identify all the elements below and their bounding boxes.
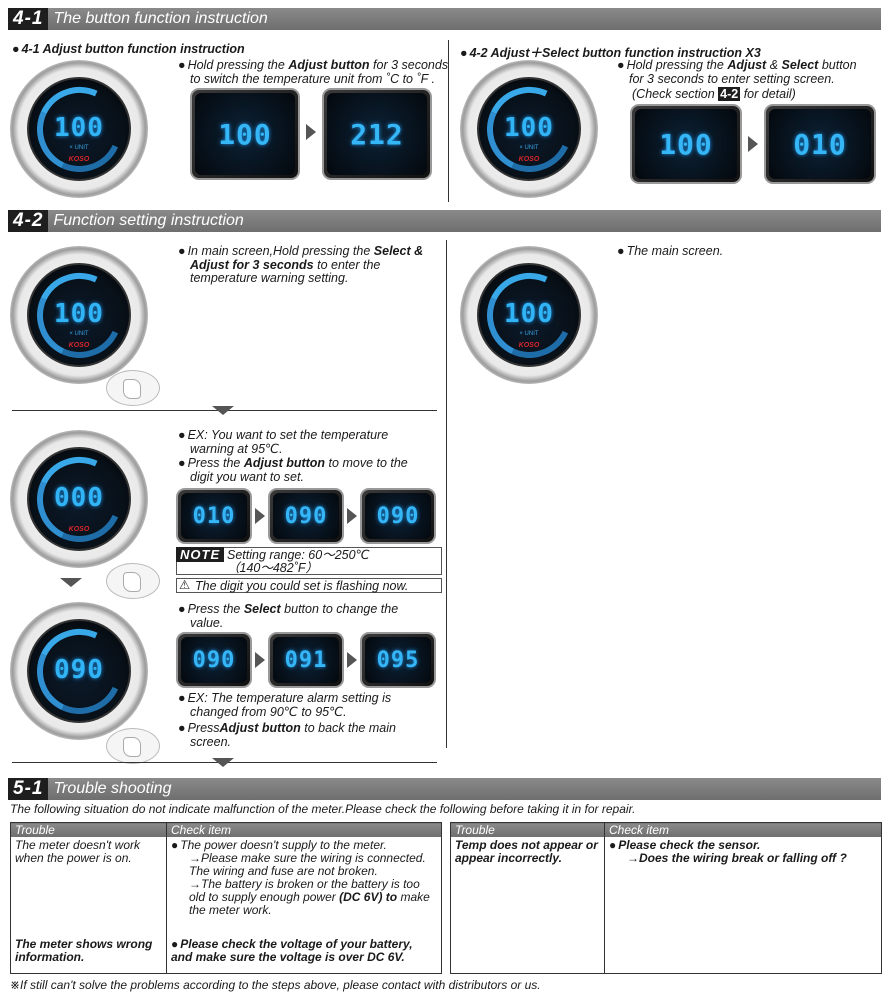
lcd-screen-celsius: 100 (190, 88, 300, 180)
warning-box (176, 578, 442, 593)
note-text: （140～482˚F） (227, 561, 319, 575)
brand-logo: KOSO (68, 156, 90, 164)
instruction-text: Hold pressing the Adjust button for 3 se… (178, 58, 453, 72)
hand-press-icon (106, 563, 160, 599)
lcd-step: 090 (268, 488, 344, 544)
example-text: EX: You want to set the temperature (178, 428, 443, 442)
instruction-text-cont: for 3 seconds to enter setting screen. (629, 72, 835, 86)
intro-text: The following situation do not indicate … (10, 802, 636, 816)
lcd-screen-fahrenheit: 212 (322, 88, 432, 180)
lcd-screen-setting: 010 (764, 104, 876, 184)
note-text: Setting range: 60～250℃ (227, 548, 370, 562)
arrow-down-icon (212, 406, 234, 415)
section-number: 5-1 (8, 778, 49, 800)
lcd-step: 095 (360, 632, 436, 688)
lcd-screen-main: 100 (630, 104, 742, 184)
arrow-right-icon (347, 508, 357, 524)
example-text: EX: The temperature alarm setting is (178, 691, 443, 705)
footer-note: ※If still can't solve the problems accor… (10, 978, 541, 992)
column-header-trouble: Trouble (10, 822, 167, 837)
gauge-reading: 100 (54, 112, 104, 143)
subheading-adjust-select: 4-2 Adjust＋Select button function instru… (460, 42, 761, 61)
note-tag: NOTE (176, 547, 225, 562)
section-header-4-1: 4-1 The button function instruction (8, 8, 881, 30)
section-title: The button function instruction (53, 10, 268, 27)
arrow-right-icon (306, 124, 316, 140)
gauge-meter: 100 × UNIT KOSO (10, 60, 148, 198)
arrow-down-icon (60, 578, 82, 587)
instruction-text-cont: value. (190, 616, 224, 630)
divider (448, 40, 449, 202)
warning-text: The digit you could set is flashing now. (195, 579, 409, 593)
instruction-text-cont: digit you want to set. (190, 470, 304, 484)
subheading-adjust-button: 4-1 Adjust button function instruction (12, 42, 245, 56)
gauge-meter: 090 (10, 602, 148, 740)
section-reference: (Check section 4-2 for detail) (632, 87, 796, 101)
arrow-right-icon (255, 508, 265, 524)
warning-icon: ⚠ (179, 578, 191, 592)
instruction-text: In main screen,Hold pressing the Select … (178, 244, 448, 258)
check-cell: Please check the voltage of your battery… (166, 936, 442, 974)
section-title: Trouble shooting (53, 780, 172, 797)
instruction-text-cont: screen. (190, 735, 231, 749)
lcd-step: 091 (268, 632, 344, 688)
main-screen-label: The main screen. (617, 244, 724, 258)
column-header-check: Check item (166, 822, 442, 837)
instruction-text: Hold pressing the Adjust & Select button (617, 58, 877, 72)
gauge-meter: 100 × UNIT KOSO (460, 60, 598, 198)
lcd-step: 090 (176, 632, 252, 688)
gauge-unit: × UNIT (69, 145, 89, 152)
column-header-check: Check item (604, 822, 882, 838)
check-cell: Please check the sensor. →Does the wirin… (604, 837, 882, 974)
section-header-4-2: 4-2 Function setting instruction (8, 210, 881, 232)
lcd-step: 010 (176, 488, 252, 544)
arrow-right-icon (255, 652, 265, 668)
arrow-down-icon (212, 758, 234, 767)
instruction-text-cont: to switch the temperature unit from ˚C t… (190, 72, 435, 86)
section-title: Function setting instruction (53, 212, 244, 229)
divider (446, 240, 447, 748)
gauge-meter: 000 KOSO (10, 430, 148, 568)
gauge-meter: 100 × UNIT KOSO (10, 246, 148, 384)
trouble-cell: The meter doesn't work when the power is… (15, 838, 141, 865)
example-text-cont: changed from 90℃ to 95℃. (190, 705, 347, 719)
check-cell: The power doesn't supply to the meter. →… (166, 837, 442, 937)
arrow-right-icon (347, 652, 357, 668)
hand-press-icon (106, 370, 160, 406)
section-number: 4-1 (8, 8, 49, 30)
lcd-step: 090 (360, 488, 436, 544)
section-header-5-1: 5-1 Trouble shooting (8, 778, 881, 800)
example-text-cont: warning at 95℃. (190, 442, 283, 456)
hand-press-icon (106, 728, 160, 764)
column-header-trouble: Trouble (450, 822, 605, 838)
gauge-meter: 100 × UNIT KOSO (460, 246, 598, 384)
arrow-right-icon (748, 136, 758, 152)
section-number: 4-2 (8, 210, 49, 232)
instruction-text-cont: temperature warning setting. (190, 271, 349, 285)
trouble-cell: The meter shows wrong information. (15, 937, 153, 965)
instruction-text-cont: Adjust for 3 seconds to enter the (190, 258, 381, 272)
instruction-text: Press the Select button to change the (178, 602, 443, 616)
instruction-text: PressAdjust button to back the main (178, 721, 443, 735)
trouble-cell: Temp does not appear or appear incorrect… (455, 838, 598, 866)
instruction-text: Press the Adjust button to move to the (178, 456, 443, 470)
